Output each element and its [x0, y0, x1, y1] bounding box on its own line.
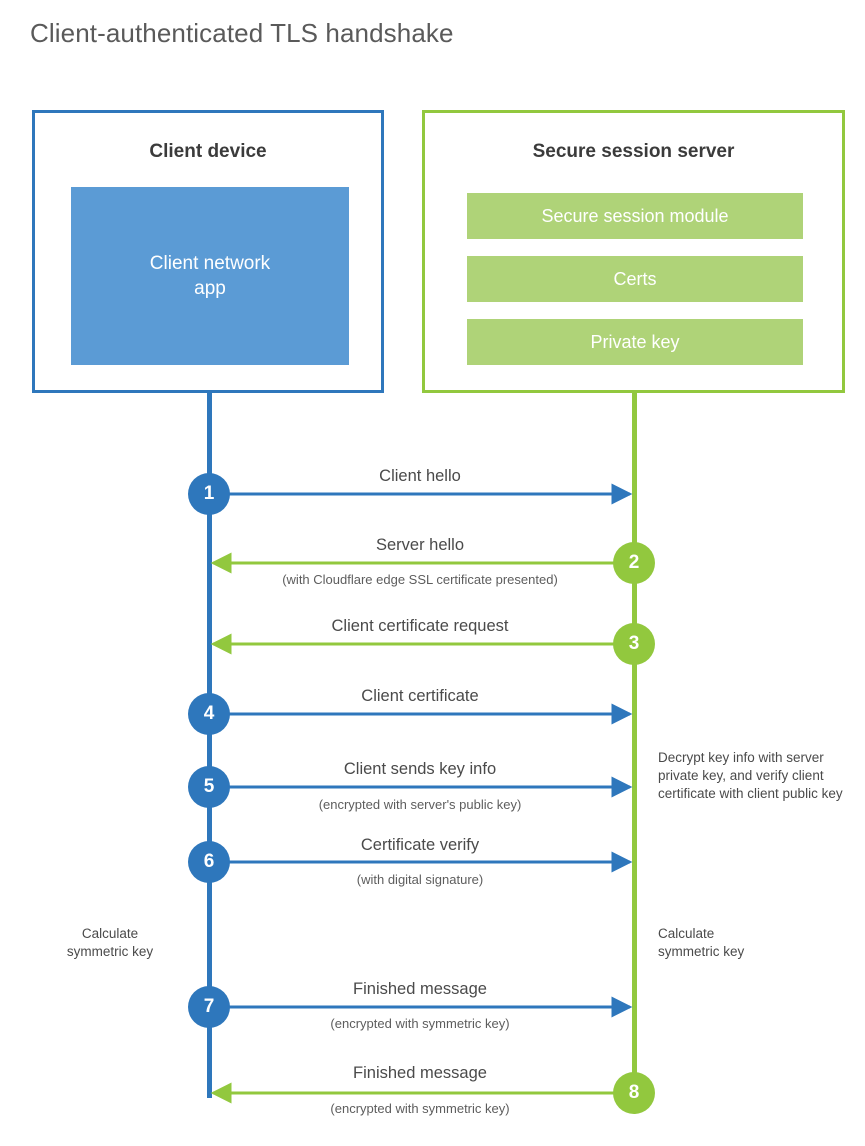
client-app-label-line1: Client network: [149, 252, 271, 274]
client-device-title: Client device: [149, 141, 267, 162]
step-circle-7[interactable]: 7: [188, 986, 230, 1028]
step-sublabel-8: (encrypted with symmetric key): [330, 1101, 510, 1116]
step-circle-1[interactable]: 1: [188, 473, 230, 515]
server-block-certs: Certs: [467, 256, 803, 302]
step-circle-6[interactable]: 6: [188, 841, 230, 883]
client-device-box: Client device Client network app: [32, 110, 384, 393]
step-label-4: Client certificate: [361, 687, 479, 705]
annotation-client-calculate-line1: Calculate: [81, 926, 139, 941]
client-lifeline: [207, 392, 212, 1098]
step-label-3: Client certificate request: [331, 617, 509, 635]
annotation-client-calculate-symmetric-key: Calculate symmetric key: [30, 925, 190, 961]
server-lifeline: [632, 392, 637, 1098]
step-label-6: Certificate verify: [360, 836, 480, 854]
annotation-server-calculate-line2: symmetric key: [658, 944, 745, 960]
step-circle-3[interactable]: 3: [613, 623, 655, 665]
step-circle-8[interactable]: 8: [613, 1072, 655, 1114]
step-circle-2[interactable]: 2: [613, 542, 655, 584]
page-title: Client-authenticated TLS handshake: [30, 18, 454, 48]
client-network-app-block: Client network app: [71, 187, 349, 365]
step-label-8: Finished message: [353, 1064, 487, 1082]
secure-session-server-title: Secure session server: [532, 141, 735, 162]
step-sublabel-2: (with Cloudflare edge SSL certificate pr…: [282, 572, 558, 587]
step-circle-5[interactable]: 5: [188, 766, 230, 808]
annotation-server-decrypt: Decrypt key info with server private key…: [658, 750, 843, 802]
client-app-label-line2: app: [194, 278, 226, 299]
step-label-5: Client sends key info: [343, 760, 497, 778]
secure-session-server-box: Secure session server Secure session mod…: [422, 110, 845, 393]
server-block-secure-session-module: Secure session module: [467, 193, 803, 239]
step-sublabel-5: (encrypted with server's public key): [318, 797, 522, 812]
step-sublabel-7: (encrypted with symmetric key): [330, 1016, 510, 1031]
annotation-server-calculate-symmetric-key: Calculate symmetric key: [658, 925, 848, 961]
step-circle-4[interactable]: 4: [188, 693, 230, 735]
step-label-1: Client hello: [379, 467, 461, 485]
client-network-app-label: Client network app: [150, 251, 270, 301]
annotation-client-calculate-line2: symmetric key: [66, 944, 154, 960]
annotation-server-calculate-line1: Calculate: [658, 926, 715, 941]
step-label-7: Finished message: [353, 980, 487, 998]
server-block-private-key: Private key: [467, 319, 803, 365]
step-label-2: Server hello: [375, 536, 465, 554]
step-sublabel-6: (with digital signature): [356, 872, 484, 887]
